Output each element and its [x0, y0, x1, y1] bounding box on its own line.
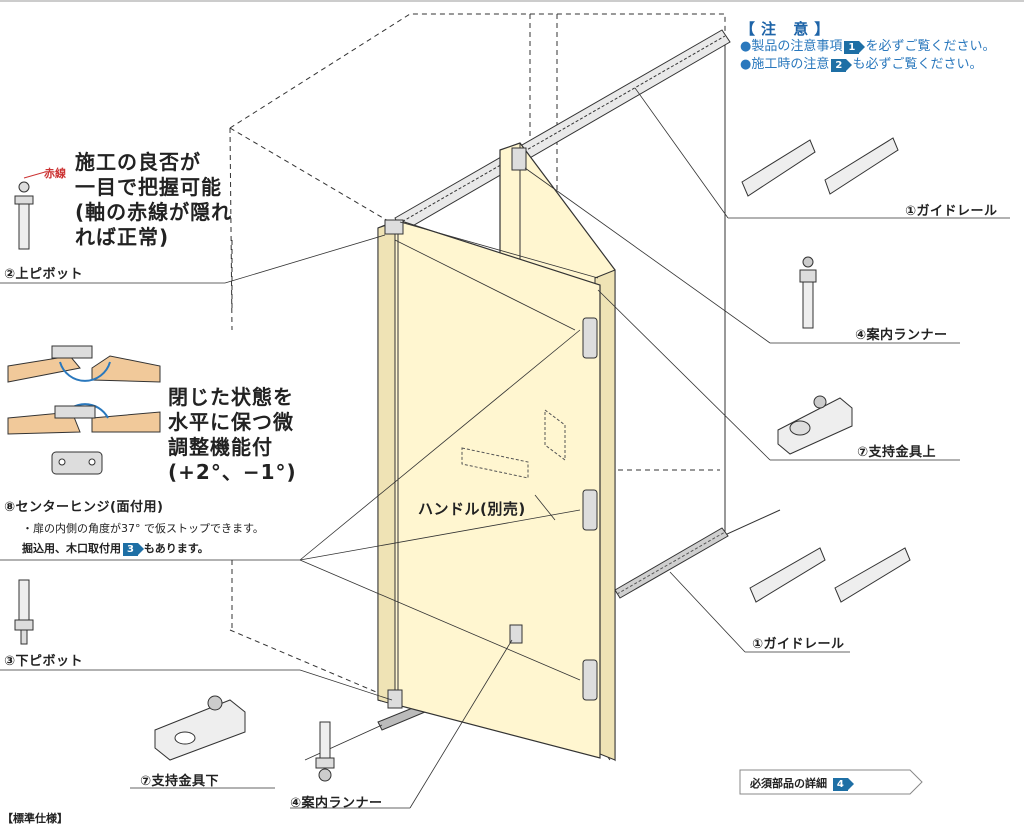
label-lower-pivot: ③下ピボット — [4, 654, 84, 669]
red-line-marker: 赤線 — [44, 167, 66, 180]
label-runner-bottom: ④案内ランナー — [290, 796, 383, 811]
lower-pivot-icon — [14, 579, 34, 645]
label-support-upper: ⑦支持金具上 — [857, 445, 937, 460]
hinge-note-badge[interactable]: 3 — [123, 543, 144, 556]
hinge-note-1: ・扉の内側の角度が37° で仮ストップできます。 — [22, 522, 264, 535]
required-parts-box — [739, 769, 923, 795]
guide-rail-top-icons — [741, 137, 899, 197]
label-upper-pivot: ②上ピボット — [4, 267, 84, 282]
label-center-hinge: ⑧センターヒンジ(面付用) — [4, 500, 164, 515]
callout-top-line-4: れば正常) — [75, 225, 170, 249]
panel-pivots — [384, 147, 527, 709]
notice-line-1-a: ●製品の注意事項 — [740, 39, 843, 54]
center-hinges — [582, 317, 598, 701]
label-guide-rail-bottom: ①ガイドレール — [752, 637, 845, 652]
hinge-note-2-a: 掘込用、木口取付用 — [22, 542, 121, 555]
notice-badge-1[interactable]: 1 — [844, 41, 866, 54]
hinge-illustrations — [7, 345, 161, 475]
leader-lines — [0, 87, 1010, 809]
support-lower-icon — [154, 695, 246, 761]
notice-line-2-b: も必ずご覧ください。 — [852, 57, 983, 72]
runner-right-icon — [799, 256, 817, 329]
notice-line-1-b: を必ずご覧ください。 — [865, 39, 996, 54]
required-parts-badge[interactable]: 4 — [832, 778, 854, 791]
support-upper-icon — [777, 395, 853, 455]
notice-title: 【注 意】 — [740, 20, 836, 38]
notice-line-2-a: ●施工時の注意 — [740, 57, 830, 72]
runner-bottom-icon — [315, 721, 335, 782]
required-parts-link[interactable]: 必須部品の詳細 4 — [750, 775, 854, 791]
callout-top-line-3: (軸の赤線が隠れ — [75, 200, 233, 224]
label-support-lower: ⑦支持金具下 — [140, 774, 220, 789]
handle-outlines — [461, 409, 566, 479]
callout-hinge-line-4: (+2°、−1°) — [168, 460, 297, 484]
upper-pivot-icon — [14, 171, 46, 250]
guide-rail-bottom-icons — [749, 547, 911, 603]
callout-hinge-text: 閉じた状態を 水平に保つ微 調整機能付 (+2°、−1°) — [168, 385, 297, 485]
hinge-note-2-b: もあります。 — [143, 542, 209, 555]
callout-top-line-1: 施工の良否が — [75, 150, 201, 174]
label-runner-right: ④案内ランナー — [855, 328, 948, 343]
callout-top-line-2: 一目で把握可能 — [75, 175, 222, 199]
notice-badge-2[interactable]: 2 — [831, 59, 853, 72]
wall-edge — [724, 40, 781, 536]
bottom-guide-rail — [377, 527, 729, 731]
callout-hinge-line-2: 水平に保つ微 — [168, 410, 294, 434]
label-guide-rail-top: ①ガイドレール — [905, 204, 998, 219]
required-parts-label: 必須部品の詳細 — [750, 777, 827, 790]
callout-top-text: 施工の良否が 一目で把握可能 (軸の赤線が隠れ れば正常) — [75, 150, 232, 250]
callout-hinge-line-3: 調整機能付 — [168, 435, 273, 459]
cut-off-heading: 【標準仕様】 — [2, 812, 68, 825]
callout-hinge-line-1: 閉じた状態を — [168, 385, 294, 409]
label-handle: ハンドル(別売) — [418, 500, 526, 518]
